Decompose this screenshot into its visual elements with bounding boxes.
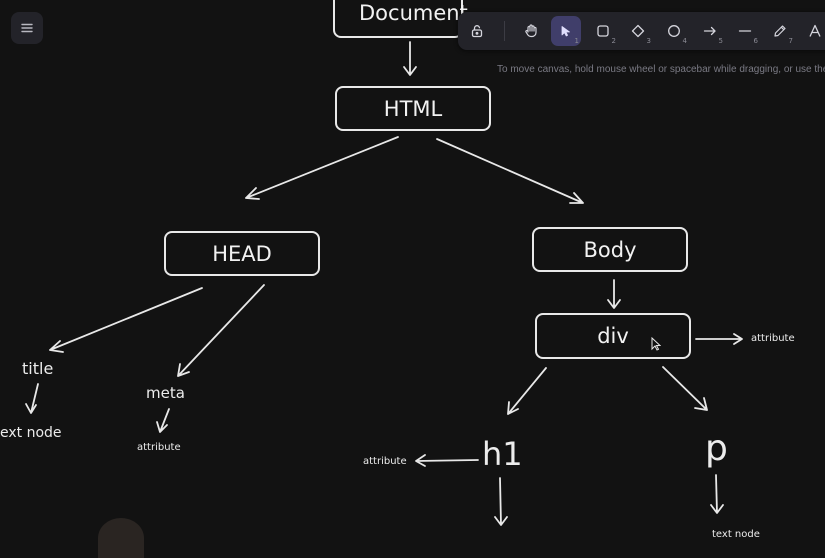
node-html-label: HTML	[383, 96, 443, 121]
node-document[interactable]: Document	[333, 0, 468, 38]
tool-arrow-key: 5	[718, 37, 723, 45]
label-p[interactable]: p	[705, 428, 728, 469]
canvas-hint: To move canvas, hold mouse wheel or spac…	[497, 64, 825, 75]
tool-ellipse-key: 4	[682, 37, 687, 45]
node-html[interactable]: HTML	[335, 86, 491, 131]
node-head[interactable]: HEAD	[164, 231, 320, 276]
tool-text[interactable]	[800, 16, 825, 46]
label-h1[interactable]: h1	[482, 435, 523, 473]
arrow-title-textnode	[25, 383, 39, 414]
arrow-div-p	[662, 366, 708, 411]
pencil-icon	[774, 25, 786, 37]
toolbar-separator	[504, 21, 505, 41]
pointer-icon	[561, 26, 570, 37]
hamburger-icon	[21, 23, 33, 33]
toolbar: 1 2 3 4 5 6 7	[458, 12, 825, 50]
node-div[interactable]: div	[535, 313, 691, 359]
tool-line[interactable]: 6	[730, 16, 760, 46]
tool-diamond[interactable]: 3	[623, 16, 653, 46]
node-body-label: Body	[583, 237, 637, 262]
arrow-head-title	[49, 287, 203, 353]
presenter-webcam	[98, 518, 144, 558]
label-title[interactable]: title	[22, 359, 54, 378]
circle-icon	[668, 25, 680, 37]
label-meta[interactable]: meta	[146, 384, 185, 402]
tool-selection[interactable]: 1	[551, 16, 581, 46]
diamond-icon	[631, 24, 645, 38]
arrow-div-h1	[507, 367, 547, 415]
arrow-h1-attribute	[415, 454, 479, 467]
arrow-body-div	[607, 279, 621, 309]
arrow-p-textnode	[710, 474, 724, 514]
arrow-document-html	[403, 41, 417, 76]
arrow-html-body	[436, 138, 584, 204]
hand-icon	[525, 24, 537, 38]
arrow-icon	[703, 26, 716, 36]
arrow-html-head	[245, 136, 399, 200]
tool-line-key: 6	[753, 37, 758, 45]
tool-selection-key: 1	[574, 37, 579, 45]
drawing-canvas[interactable]	[0, 0, 825, 539]
tool-ellipse[interactable]: 4	[659, 16, 689, 46]
square-icon	[597, 25, 609, 37]
mouse-cursor-icon	[651, 337, 661, 351]
node-div-label: div	[597, 324, 629, 348]
label-text-node-left[interactable]: ext node	[0, 425, 62, 441]
arrow-head-meta	[177, 284, 265, 377]
tool-draw[interactable]: 7	[765, 16, 795, 46]
tool-rectangle-key: 2	[611, 37, 616, 45]
main-menu-button[interactable]	[11, 12, 43, 44]
text-icon	[809, 24, 821, 37]
label-meta-attribute[interactable]: attribute	[137, 442, 181, 453]
arrow-h1-down	[494, 477, 508, 526]
node-body[interactable]: Body	[532, 227, 688, 272]
arrow-meta-attribute	[156, 408, 170, 433]
tool-hand[interactable]	[516, 16, 546, 46]
tool-draw-key: 7	[788, 37, 793, 45]
line-icon	[738, 30, 752, 32]
lock-icon	[471, 25, 483, 38]
tool-arrow[interactable]: 5	[695, 16, 725, 46]
node-head-label: HEAD	[212, 241, 272, 266]
arrow-div-attribute	[695, 333, 743, 345]
node-document-label: Document	[359, 1, 468, 25]
label-h1-attribute[interactable]: attribute	[363, 456, 407, 467]
tool-lock[interactable]	[462, 16, 492, 46]
label-p-text-node[interactable]: text node	[712, 529, 760, 540]
tool-diamond-key: 3	[646, 37, 651, 45]
tool-rectangle[interactable]: 2	[588, 16, 618, 46]
label-div-attribute[interactable]: attribute	[751, 333, 795, 344]
